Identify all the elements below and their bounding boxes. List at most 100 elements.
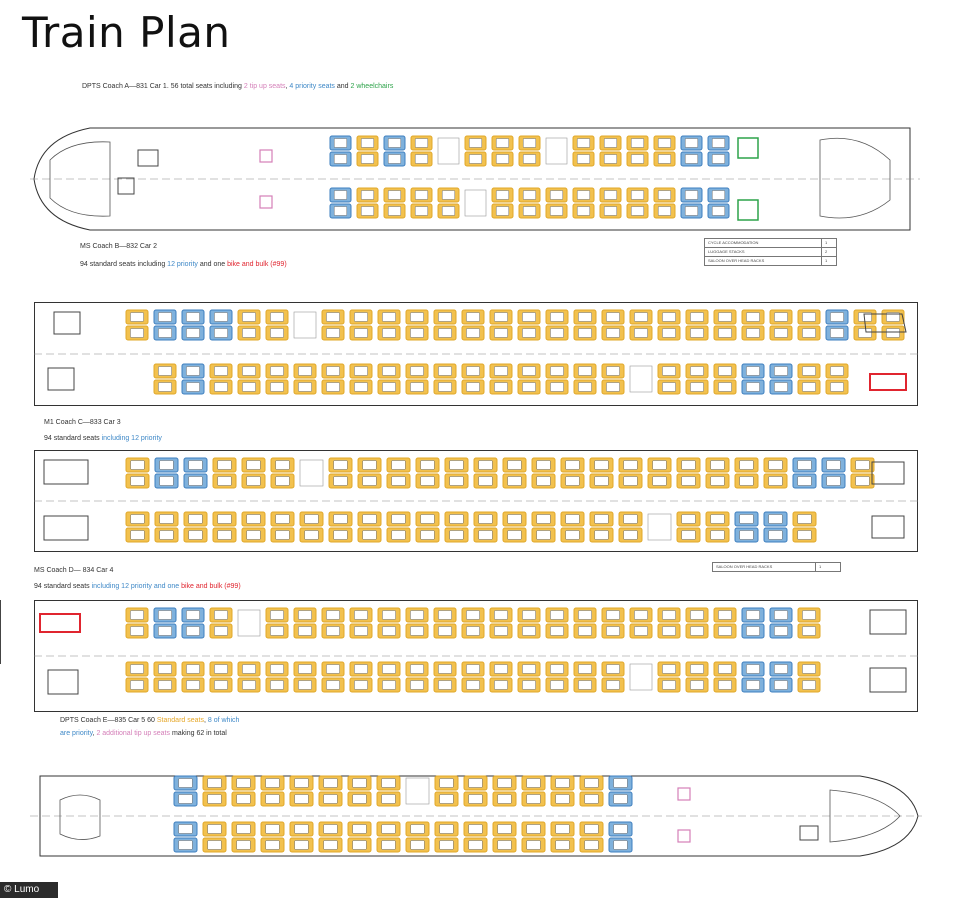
standard-seat (212, 457, 237, 473)
seat-cushion (466, 664, 480, 674)
standard-seat (560, 473, 585, 489)
standard-seat (647, 457, 672, 473)
standard-seat (349, 607, 373, 623)
seat-cushion (494, 366, 508, 376)
standard-seat (405, 325, 429, 341)
standard-seat (410, 135, 433, 151)
seat-cushion (326, 680, 340, 690)
seat-cushion (414, 154, 429, 164)
seat-cushion (333, 530, 348, 540)
priority-seat (329, 203, 352, 219)
seat-cushion (214, 610, 228, 620)
seat-cushion (718, 664, 732, 674)
standard-seat (473, 457, 498, 473)
standard-seat (518, 135, 541, 151)
standard-seat (734, 473, 759, 489)
standard-seat (517, 363, 541, 379)
priority-seat (763, 511, 788, 527)
standard-seat (517, 623, 541, 639)
standard-seat (212, 473, 237, 489)
standard-seat (713, 607, 737, 623)
seat-cushion (242, 680, 256, 690)
seat-cushion (657, 138, 672, 148)
standard-seat (518, 151, 541, 167)
standard-seat (405, 363, 429, 379)
coach-a-caption-sep2: and (334, 83, 351, 90)
seat-cushion (298, 680, 312, 690)
priority-seat (769, 623, 793, 639)
priority-seat (181, 379, 205, 395)
seat-cushion (630, 190, 645, 200)
seat-cushion (522, 610, 536, 620)
seat-cushion (246, 460, 261, 470)
standard-seat (517, 661, 541, 677)
seat-cushion (214, 382, 228, 392)
standard-seat (321, 309, 345, 325)
seat-cushion (159, 476, 174, 486)
seat-cushion (497, 824, 512, 834)
standard-seat (265, 623, 289, 639)
seat-cushion (420, 460, 435, 470)
standard-seat (550, 791, 575, 807)
seat-cushion (623, 514, 638, 524)
seat-cushion (681, 514, 696, 524)
standard-seat (599, 187, 622, 203)
seat-cushion (270, 680, 284, 690)
seat-cushion (382, 382, 396, 392)
standard-seat (521, 775, 546, 791)
standard-seat (531, 473, 556, 489)
standard-seat (657, 677, 681, 693)
standard-seat (386, 511, 411, 527)
priority-seat (680, 151, 703, 167)
standard-seat (545, 203, 568, 219)
standard-seat (521, 821, 546, 837)
seat-cushion (178, 840, 193, 850)
standard-seat (599, 203, 622, 219)
standard-seat (850, 457, 875, 473)
seat-cushion (468, 840, 483, 850)
standard-seat (463, 791, 488, 807)
seat-cushion (130, 460, 145, 470)
coach-a-caption-prefix: DPTS Coach A—831 Car 1. 56 total seats i… (82, 83, 244, 90)
coach-b-caption-bike: bike and bulk (#99) (227, 261, 287, 268)
seat-cushion (613, 778, 628, 788)
seat-cushion (690, 626, 704, 636)
seat-cushion (298, 626, 312, 636)
seat-cushion (214, 312, 228, 322)
seat-cushion (158, 680, 172, 690)
standard-seat (183, 511, 208, 527)
standard-seat (383, 203, 406, 219)
seat-cushion (159, 460, 174, 470)
coach-a-legend-label-2: LUGGAGE STACKS (704, 247, 822, 257)
seat-cushion (410, 840, 425, 850)
coach-d-caption-line2: 94 standard seats including 12 priority … (34, 582, 241, 592)
priority-seat (707, 151, 730, 167)
edge-line (0, 600, 1, 664)
seat-cushion (565, 530, 580, 540)
standard-seat (685, 661, 709, 677)
seat-cushion (214, 680, 228, 690)
seat-cushion (217, 476, 232, 486)
seat-cushion (326, 312, 340, 322)
standard-seat (405, 607, 429, 623)
seat-cushion (578, 680, 592, 690)
priority-seat (154, 473, 179, 489)
standard-seat (545, 187, 568, 203)
seat-cushion (270, 328, 284, 338)
standard-seat (405, 677, 429, 693)
seat-cushion (576, 138, 591, 148)
seat-cushion (352, 840, 367, 850)
standard-seat (405, 379, 429, 395)
standard-seat (492, 791, 517, 807)
coach-b-caption-line1: MS Coach B—832 Car 2 (80, 243, 158, 250)
seat-cushion (420, 514, 435, 524)
seat-cushion (739, 530, 754, 540)
seat-cushion (217, 460, 232, 470)
seat-cushion (711, 154, 726, 164)
seat-cushion (449, 514, 464, 524)
seat-cushion (186, 626, 200, 636)
seat-cushion (333, 154, 348, 164)
standard-seat (270, 473, 295, 489)
seat-cushion (294, 778, 309, 788)
coach-e-caption-standard: Standard seats (156, 717, 204, 724)
